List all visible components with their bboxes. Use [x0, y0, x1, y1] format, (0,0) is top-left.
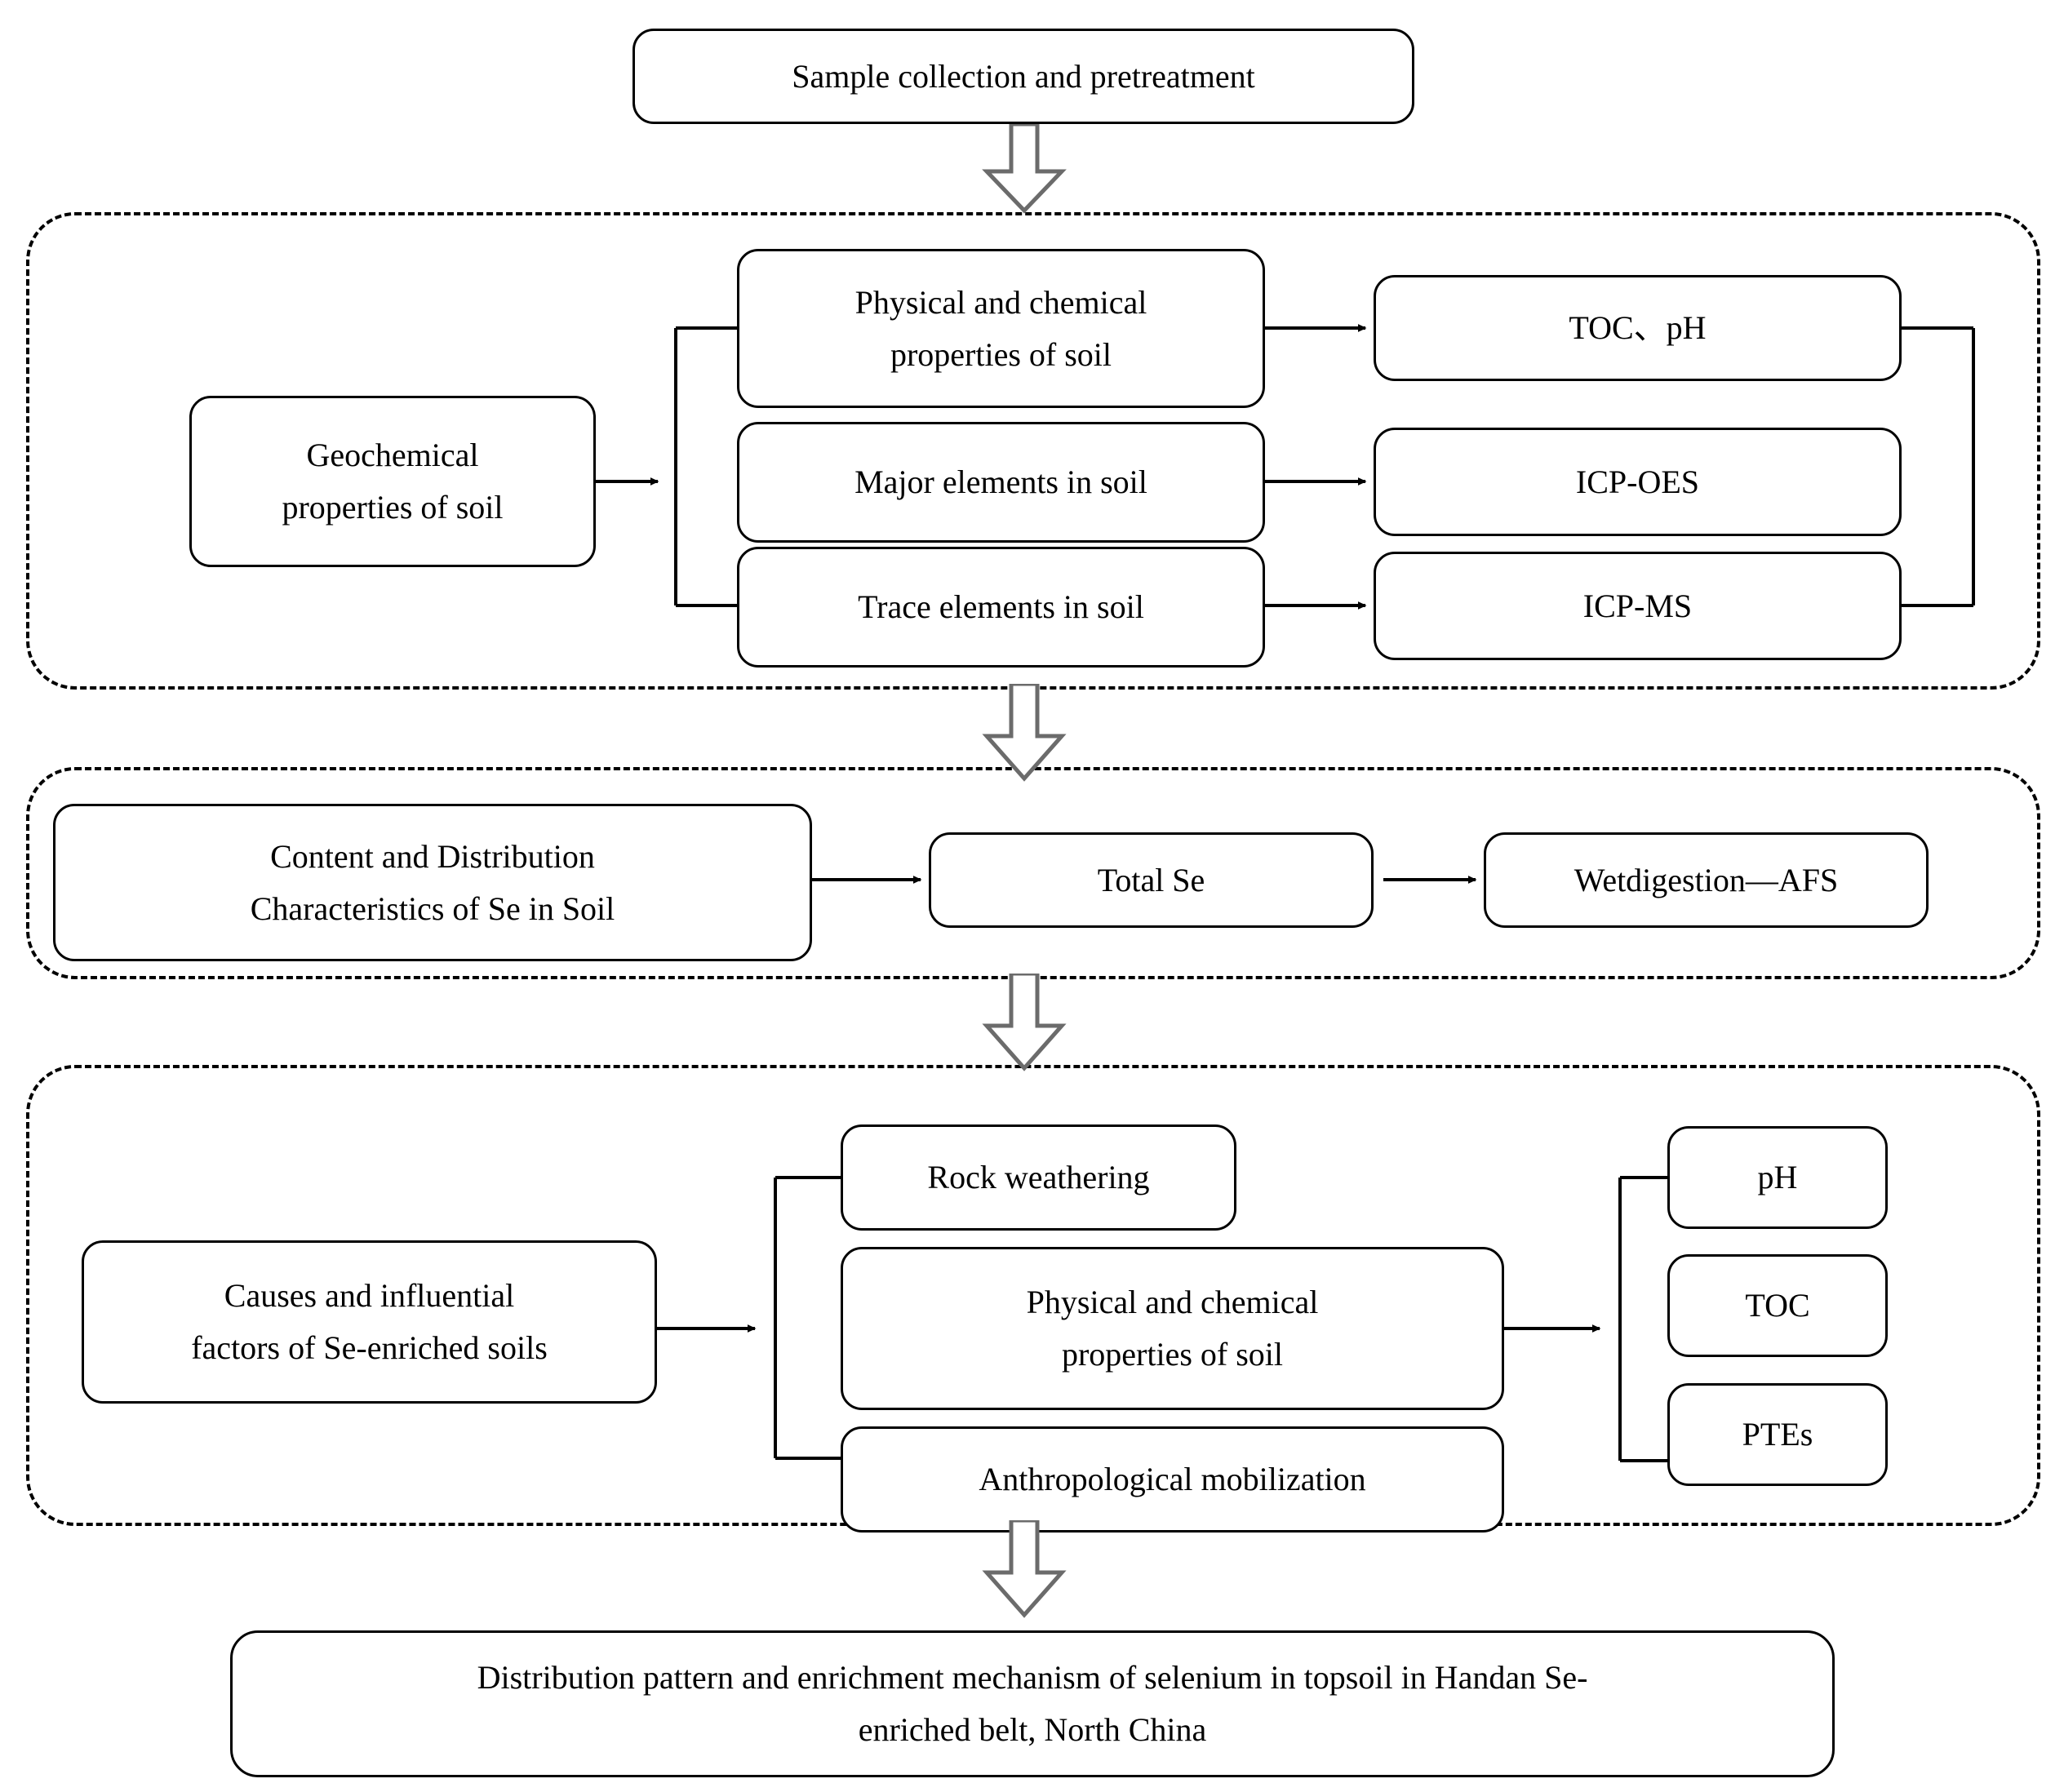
node-geochemical-properties-line1: Geochemical [306, 437, 479, 473]
node-toc-ph-label: TOC、pH [1569, 309, 1707, 346]
node-factor-ptes-label: PTEs [1742, 1416, 1813, 1453]
node-total-se[interactable]: Total Se [929, 832, 1374, 928]
down-block-arrow-icon [982, 974, 1067, 1071]
node-anthropological-mobilization-label: Anthropological mobilization [979, 1461, 1366, 1497]
node-rock-weathering-label: Rock weathering [927, 1159, 1150, 1195]
node-conclusion-line1: Distribution pattern and enrichment mech… [477, 1659, 1588, 1696]
node-icp-ms-label: ICP-MS [1582, 587, 1693, 624]
node-total-se-label: Total Se [1097, 861, 1205, 898]
node-content-distribution-se-line1: Content and Distribution [270, 837, 595, 875]
node-toc-ph[interactable]: TOC、pH [1374, 275, 1902, 381]
node-factor-ph-label: pH [1757, 1159, 1798, 1195]
node-physical-chemical-properties-stage3-line2: properties of soil [1061, 1336, 1284, 1373]
node-wetdigestion-afs-label: Wetdigestion—AFS [1574, 861, 1839, 898]
node-content-distribution-se[interactable]: Content and Distribution Characteristics… [53, 804, 812, 961]
node-major-elements[interactable]: Major elements in soil [737, 422, 1265, 543]
node-icp-oes-label: ICP-OES [1575, 463, 1700, 500]
node-geochemical-properties[interactable]: Geochemical properties of soil [189, 396, 596, 567]
node-sample-collection[interactable]: Sample collection and pretreatment [633, 29, 1414, 124]
node-anthropological-mobilization[interactable]: Anthropological mobilization [841, 1426, 1504, 1533]
node-conclusion[interactable]: Distribution pattern and enrichment mech… [230, 1630, 1835, 1777]
node-sample-collection-label: Sample collection and pretreatment [792, 57, 1255, 95]
down-block-arrow-icon [982, 684, 1067, 782]
node-icp-ms[interactable]: ICP-MS [1374, 552, 1902, 660]
node-major-elements-label: Major elements in soil [854, 464, 1147, 500]
node-factor-ph[interactable]: pH [1667, 1126, 1888, 1229]
node-factor-ptes[interactable]: PTEs [1667, 1383, 1888, 1486]
node-factor-toc[interactable]: TOC [1667, 1254, 1888, 1357]
node-causes-influential-factors[interactable]: Causes and influential factors of Se-enr… [82, 1240, 657, 1404]
node-rock-weathering[interactable]: Rock weathering [841, 1124, 1236, 1231]
node-causes-influential-factors-line2: factors of Se-enriched soils [191, 1329, 548, 1366]
down-block-arrow-icon [982, 124, 1067, 214]
node-physical-chemical-properties[interactable]: Physical and chemical properties of soil [737, 249, 1265, 408]
node-icp-oes[interactable]: ICP-OES [1374, 428, 1902, 536]
node-physical-chemical-properties-stage3-line1: Physical and chemical [1026, 1284, 1319, 1320]
down-block-arrow-icon [982, 1520, 1067, 1618]
node-physical-chemical-properties-line2: properties of soil [890, 335, 1112, 373]
node-conclusion-line2: enriched belt, North China [858, 1711, 1207, 1748]
node-trace-elements-label: Trace elements in soil [858, 588, 1144, 625]
node-physical-chemical-properties-stage3[interactable]: Physical and chemical properties of soil [841, 1247, 1504, 1410]
node-wetdigestion-afs[interactable]: Wetdigestion—AFS [1484, 832, 1929, 928]
node-causes-influential-factors-line1: Causes and influential [224, 1277, 515, 1314]
node-trace-elements[interactable]: Trace elements in soil [737, 547, 1265, 668]
node-content-distribution-se-line2: Characteristics of Se in Soil [250, 889, 615, 927]
node-physical-chemical-properties-line1: Physical and chemical [854, 283, 1147, 321]
node-geochemical-properties-line2: properties of soil [282, 489, 504, 526]
node-factor-toc-label: TOC [1745, 1287, 1810, 1324]
